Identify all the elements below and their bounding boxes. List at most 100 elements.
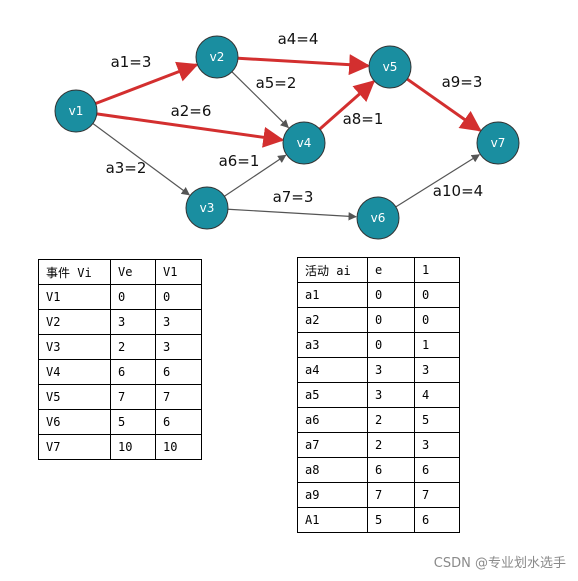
table-header-cell: 活动 ai [297, 257, 368, 283]
table-cell: 6 [155, 359, 202, 385]
table-cell: 6 [414, 457, 460, 483]
table-cell: 4 [414, 382, 460, 408]
edge-v4-v5 [318, 80, 376, 131]
edge-v2-v5 [237, 54, 371, 76]
edge-v5-v7 [406, 77, 482, 132]
edge-layer: a1=3a2=6a3=2a4=4a5=2a6=1a7=3a8=1a9=3a10=… [92, 30, 483, 221]
table-cell: 0 [110, 284, 156, 310]
table-cell: 7 [414, 482, 460, 508]
node-label-v6: v6 [371, 211, 386, 225]
csdn-watermark: CSDN @专业划水选手 [433, 556, 566, 571]
table-cell: a4 [297, 357, 368, 383]
table-cell: V2 [38, 309, 111, 335]
table-cell: a7 [297, 432, 368, 458]
table-cell: 0 [414, 282, 460, 308]
table-cell: V4 [38, 359, 111, 385]
table-cell: 2 [367, 432, 415, 458]
aoe-network-diagram: a1=3a2=6a3=2a4=4a5=2a6=1a7=3a8=1a9=3a10=… [54, 30, 520, 240]
table-cell: 0 [155, 284, 202, 310]
edge-v2-v4 [231, 71, 289, 129]
edge-label-v2-v5: a4=4 [278, 30, 319, 48]
table-cell: 5 [414, 407, 460, 433]
table-cell: 3 [414, 432, 460, 458]
edge-label-v6-v7: a10=4 [433, 182, 483, 200]
table-cell: 7 [110, 384, 156, 410]
table-cell: 3 [367, 382, 415, 408]
table-cell: a1 [297, 282, 368, 308]
table-cell: 0 [367, 282, 415, 308]
table-cell: 2 [110, 334, 156, 360]
node-label-v4: v4 [297, 136, 312, 150]
node-label-v5: v5 [383, 60, 398, 74]
table-cell: V7 [38, 434, 111, 460]
node-label-v2: v2 [210, 50, 225, 64]
table-cell: a2 [297, 307, 368, 333]
table-cell: 3 [367, 357, 415, 383]
table-cell: 5 [110, 409, 156, 435]
table-cell: a8 [297, 457, 368, 483]
node-v6 [356, 196, 400, 240]
table-header-cell: V1 [155, 259, 202, 285]
node-v2 [195, 35, 239, 79]
table-cell: 3 [155, 309, 202, 335]
edge-v1-v3 [92, 123, 190, 196]
table-cell: 6 [414, 507, 460, 533]
table-cell: 10 [155, 434, 202, 460]
table-cell: 2 [367, 407, 415, 433]
table-header-cell: Ve [110, 259, 156, 285]
table-cell: V6 [38, 409, 111, 435]
table-cell: a6 [297, 407, 368, 433]
edge-v3-v4 [224, 154, 287, 197]
table-cell: 0 [367, 307, 415, 333]
table-header-cell: 1 [414, 257, 460, 283]
edge-v1-v4 [96, 112, 285, 148]
edge-label-v2-v4: a5=2 [256, 74, 297, 92]
table-cell: 7 [367, 482, 415, 508]
table-cell: a9 [297, 482, 368, 508]
table-cell: a5 [297, 382, 368, 408]
edge-v1-v2 [95, 61, 199, 105]
table-cell: 3 [155, 334, 202, 360]
table-cell: 7 [155, 384, 202, 410]
table-cell: 6 [155, 409, 202, 435]
table-cell: 0 [414, 307, 460, 333]
table-cell: V5 [38, 384, 111, 410]
node-v7 [476, 121, 520, 165]
node-v4 [282, 121, 326, 165]
table-cell: 10 [110, 434, 156, 460]
table-cell: 3 [110, 309, 156, 335]
table-cell: A1 [297, 507, 368, 533]
edge-label-v5-v7: a9=3 [442, 73, 483, 91]
node-label-v1: v1 [69, 104, 84, 118]
table-cell: 6 [367, 457, 415, 483]
edge-label-v1-v4: a2=6 [171, 102, 212, 120]
node-label-v3: v3 [200, 201, 215, 215]
table-cell: V3 [38, 334, 111, 360]
node-v1 [54, 89, 98, 133]
node-v3 [185, 186, 229, 230]
edge-label-v4-v5: a8=1 [343, 110, 384, 128]
edge-label-v1-v2: a1=3 [111, 53, 152, 71]
table-cell: 0 [367, 332, 415, 358]
table-cell: V1 [38, 284, 111, 310]
table-cell: 3 [414, 357, 460, 383]
edge-label-v3-v4: a6=1 [219, 152, 260, 170]
